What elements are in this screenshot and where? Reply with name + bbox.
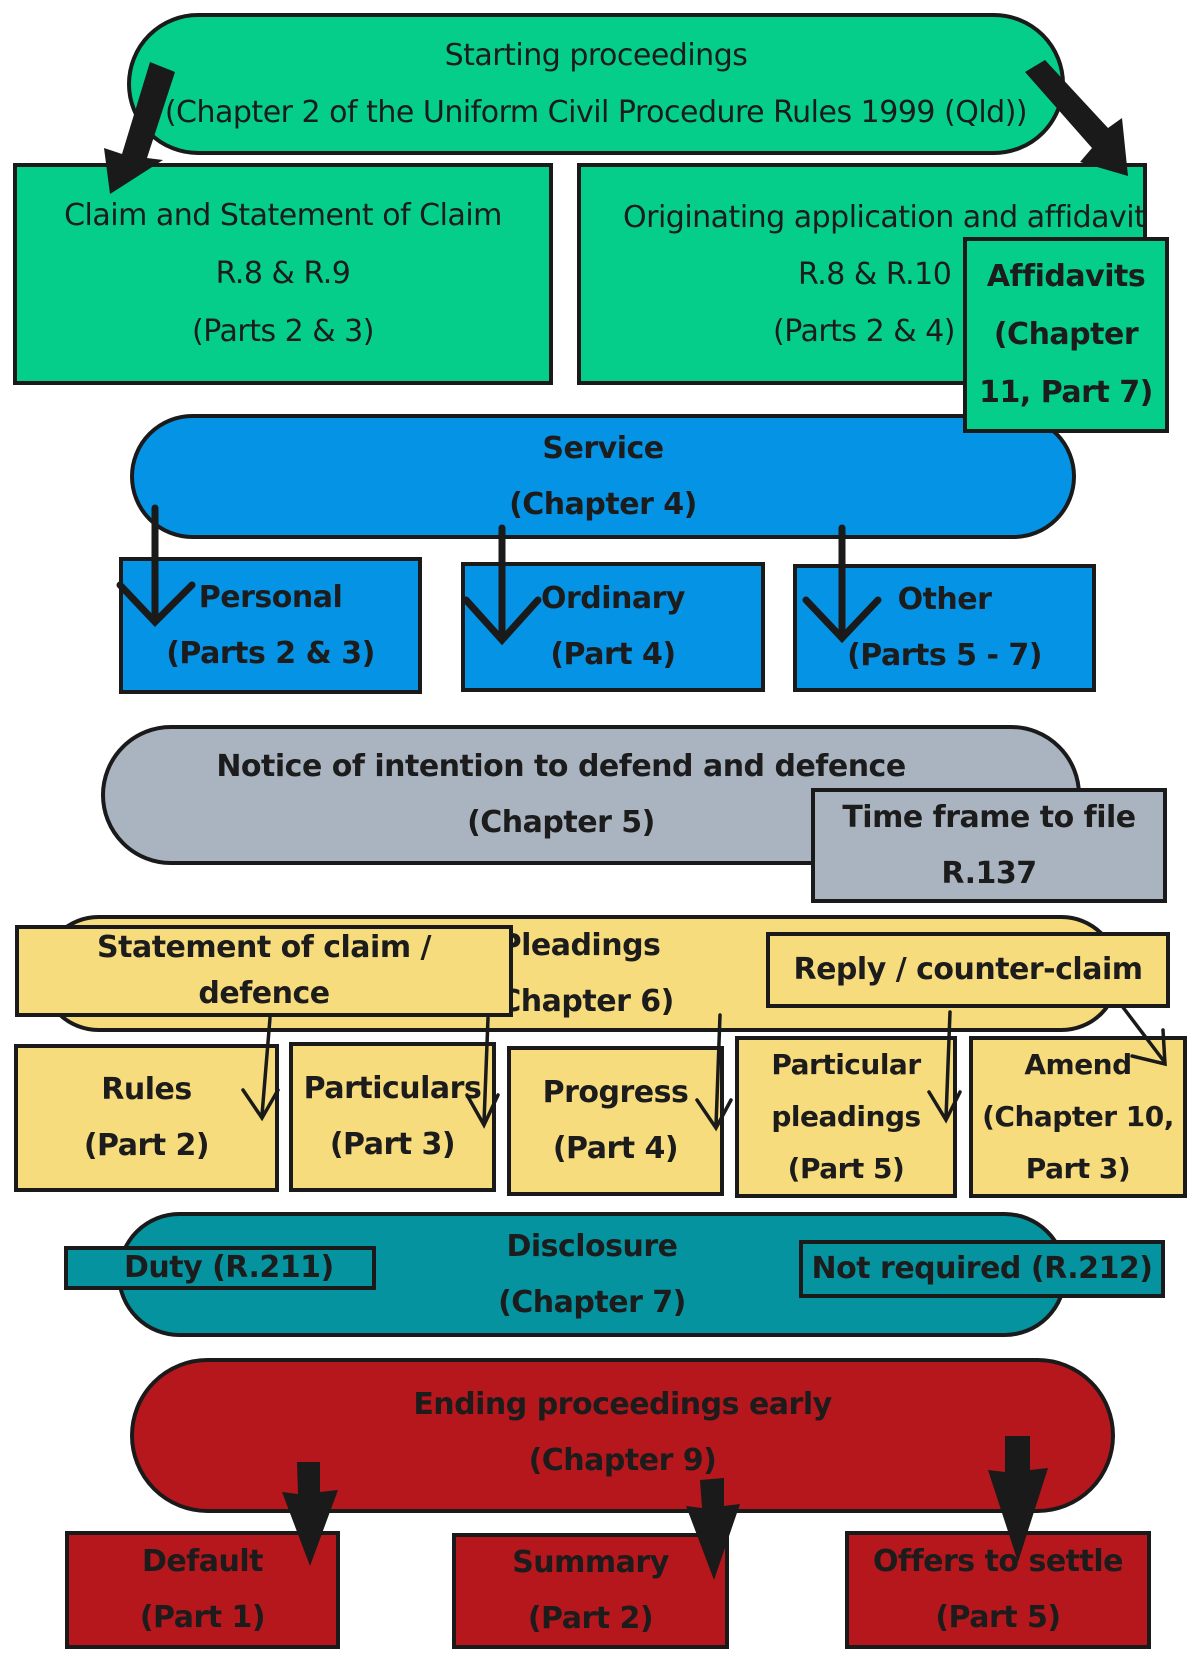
amend-line1: Amend (1024, 1048, 1132, 1081)
particulars-node: Particulars (Part 3) (289, 1042, 496, 1192)
personal-title: Personal (198, 579, 343, 615)
time-frame-node: Time frame to file R.137 (811, 788, 1167, 903)
affidavits-line1: Affidavits (986, 259, 1146, 294)
particulars-parts: (Part 3) (329, 1127, 456, 1162)
reply-text: Reply / counter-claim (793, 952, 1143, 987)
ending-chapter: (Chapter 9) (528, 1442, 717, 1478)
particulars-title: Particulars (303, 1071, 482, 1106)
summary-parts: (Part 2) (527, 1601, 654, 1636)
amend-line2: (Chapter 10, (982, 1100, 1174, 1133)
time-frame-title: Time frame to file (842, 799, 1136, 835)
service-chapter: (Chapter 4) (509, 486, 697, 522)
originating-title: Originating application and affidavit (623, 199, 1146, 235)
pleadings-chapter: (Chapter 6) (486, 983, 674, 1019)
claim-node: Claim and Statement of Claim R.8 & R.9 (… (13, 163, 553, 385)
ending-title: Ending proceedings early (413, 1386, 832, 1422)
not-required-node: Not required (R.212) (799, 1240, 1165, 1298)
originating-parts: (Parts 2 & 4) (773, 313, 955, 349)
default-parts: (Part 1) (139, 1600, 266, 1635)
amend-node: Amend (Chapter 10, Part 3) (969, 1036, 1187, 1198)
originating-rule: R.8 & R.10 (798, 256, 952, 292)
other-parts: (Parts 5 - 7) (847, 638, 1042, 673)
service-personal-node: Personal (Parts 2 & 3) (119, 557, 422, 694)
particular-pleadings-line3: (Part 5) (787, 1152, 905, 1185)
particular-pleadings-node: Particular pleadings (Part 5) (735, 1036, 957, 1198)
affidavits-line3: 11, Part 7) (979, 375, 1153, 410)
notice-chapter: (Chapter 5) (467, 805, 655, 840)
offers-node: Offers to settle (Part 5) (845, 1531, 1151, 1649)
claim-rule: R.8 & R.9 (215, 256, 351, 291)
default-node: Default (Part 1) (65, 1531, 340, 1649)
other-title: Other (897, 582, 992, 617)
rules-title: Rules (101, 1072, 192, 1107)
offers-parts: (Part 5) (935, 1600, 1061, 1635)
service-node: Service (Chapter 4) (130, 414, 1076, 539)
progress-title: Progress (542, 1075, 689, 1110)
starting-proceedings-title: Starting proceedings (444, 38, 748, 73)
claim-parts: (Parts 2 & 3) (192, 314, 374, 349)
service-other-node: Other (Parts 5 - 7) (793, 564, 1096, 692)
duty-text: Duty (R.211) (124, 1250, 334, 1285)
service-ordinary-node: Ordinary (Part 4) (461, 562, 765, 692)
claim-title: Claim and Statement of Claim (64, 198, 502, 233)
default-title: Default (141, 1544, 264, 1579)
duty-node: Duty (R.211) (64, 1246, 376, 1290)
personal-parts: (Parts 2 & 3) (166, 635, 375, 671)
not-required-text: Not required (R.212) (811, 1251, 1153, 1286)
progress-parts: (Part 4) (552, 1131, 679, 1166)
progress-node: Progress (Part 4) (507, 1046, 724, 1196)
time-frame-rule: R.137 (941, 855, 1037, 891)
offers-title: Offers to settle (873, 1544, 1123, 1579)
ending-proceedings-node: Ending proceedings early (Chapter 9) (130, 1358, 1115, 1513)
statement-of-claim-node: Statement of claim / defence (15, 925, 513, 1017)
reply-counterclaim-node: Reply / counter-claim (766, 932, 1170, 1008)
disclosure-chapter: (Chapter 7) (498, 1284, 686, 1320)
starting-proceedings-node: Starting proceedings (Chapter 2 of the U… (127, 13, 1065, 155)
disclosure-title: Disclosure (506, 1228, 678, 1264)
affidavits-line2: (Chapter (993, 317, 1139, 352)
service-title: Service (542, 430, 664, 466)
particular-pleadings-line1: Particular (771, 1048, 921, 1081)
summary-title: Summary (512, 1545, 669, 1580)
ordinary-parts: (Part 4) (550, 637, 676, 672)
summary-node: Summary (Part 2) (452, 1533, 729, 1649)
pleadings-title: Pleadings (499, 927, 661, 963)
starting-proceedings-subtitle: (Chapter 2 of the Uniform Civil Procedur… (164, 95, 1028, 130)
statement-line2: defence (198, 976, 330, 1011)
statement-line1: Statement of claim / (97, 930, 432, 965)
notice-title: Notice of intention to defend and defenc… (216, 749, 906, 784)
affidavits-node: Affidavits (Chapter 11, Part 7) (963, 237, 1169, 433)
rules-parts: (Part 2) (83, 1128, 210, 1163)
amend-line3: Part 3) (1025, 1152, 1131, 1185)
rules-node: Rules (Part 2) (14, 1044, 279, 1192)
ordinary-title: Ordinary (540, 581, 686, 616)
particular-pleadings-line2: pleadings (771, 1100, 921, 1133)
